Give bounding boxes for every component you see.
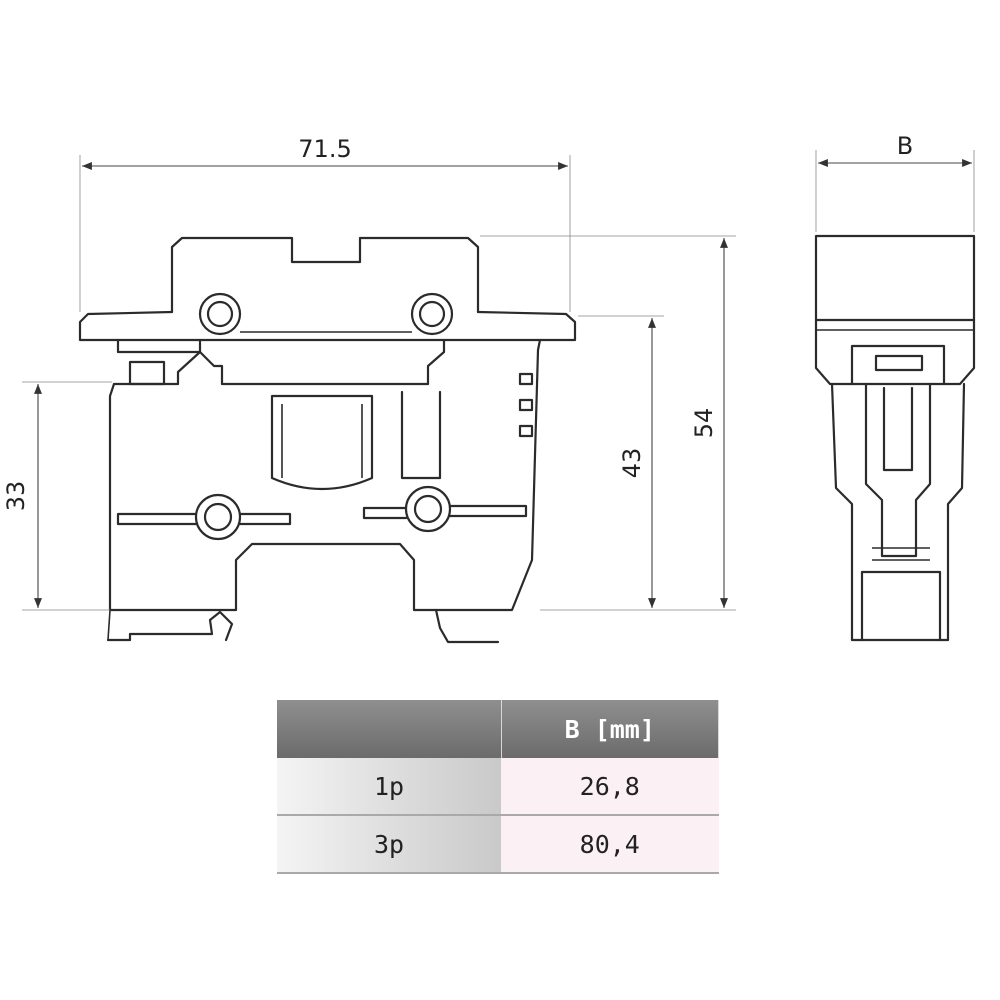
front-bridge [198, 338, 446, 386]
dim-43-label: 43 [618, 448, 646, 479]
dim-71-5-label: 71.5 [298, 135, 351, 163]
table-row: 3p 80,4 [277, 815, 719, 874]
front-indicator-3 [518, 424, 534, 438]
table-row: 1p 26,8 [277, 758, 719, 816]
front-body-left-top [112, 350, 202, 386]
flange-hole-left [198, 292, 242, 336]
din-clip [106, 608, 500, 644]
side-inner-column [882, 386, 914, 472]
front-top-cap [170, 236, 480, 314]
side-clip-box [860, 570, 942, 642]
side-body [830, 382, 966, 642]
flange-hole-right [410, 292, 454, 336]
flange-hole-right-inner [418, 300, 446, 328]
side-view [814, 234, 976, 642]
row-label: 1p [277, 758, 501, 816]
technical-drawing: 71.5 33 43 54 B [2, 132, 976, 644]
side-clip-detail [872, 547, 930, 561]
din-clip-left [107, 609, 111, 641]
terminal-screw-left-inner [203, 502, 233, 532]
row-value: 26,8 [501, 758, 719, 816]
dim-33-label: 33 [2, 481, 30, 512]
row-value: 80,4 [501, 815, 719, 874]
width-spec-table: B [mm] 1p 26,8 3p 80,4 [277, 700, 719, 874]
row-label: 3p [277, 815, 501, 874]
front-left-tab [116, 338, 202, 354]
terminal-screw-right [404, 485, 452, 533]
terminal-slot-right [362, 504, 528, 520]
side-screw [874, 354, 924, 372]
dimension-lines [22, 150, 975, 611]
dim-54-label: 54 [690, 408, 718, 439]
front-right-slot [400, 390, 442, 480]
table-header-row: B [mm] [277, 700, 719, 758]
side-inner-top [850, 344, 946, 386]
front-left-screw [128, 360, 166, 386]
terminal-slot-left [116, 512, 292, 526]
front-cylinder-inner [281, 404, 363, 478]
front-flange [78, 310, 577, 342]
table-header-b-mm: B [mm] [501, 700, 719, 758]
terminal-screw-left [194, 493, 242, 541]
side-inner-channel [864, 382, 932, 558]
terminal-screw-right-inner [413, 494, 443, 524]
front-center-cylinder [270, 394, 374, 491]
side-top-block [814, 234, 976, 322]
flange-hole-left-inner [206, 300, 234, 328]
front-indicator-1 [518, 372, 534, 386]
front-body [108, 338, 542, 612]
table-header-empty [277, 700, 502, 758]
front-view [78, 236, 577, 644]
front-indicator-2 [518, 398, 534, 412]
dimension-labels: 71.5 33 43 54 B [2, 132, 913, 511]
side-flange [814, 318, 976, 386]
dim-b-label: B [897, 132, 913, 160]
